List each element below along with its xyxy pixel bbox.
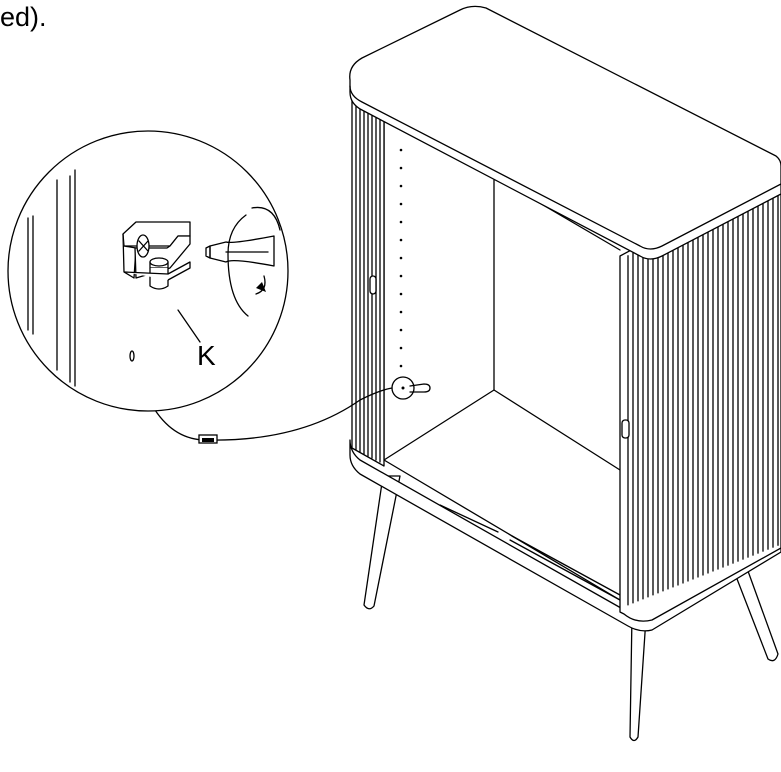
right-tambour-door — [619, 169, 781, 622]
rotation-arrow-icon — [227, 206, 281, 317]
left-tambour-door — [351, 95, 385, 467]
cabinet-base — [349, 439, 781, 632]
magnified-detail: K — [7, 130, 289, 412]
cabinet-top — [349, 5, 781, 260]
cam-lock-location — [391, 376, 431, 400]
detail-leader-line — [154, 387, 393, 441]
part-label-k: K — [197, 340, 216, 371]
cabinet-legs — [363, 475, 779, 742]
cam-fitting-k — [122, 221, 191, 290]
cam-connector-icon — [198, 434, 218, 444]
shelf-pin-holes — [399, 148, 403, 368]
instruction-caption: ed). — [0, 2, 47, 32]
